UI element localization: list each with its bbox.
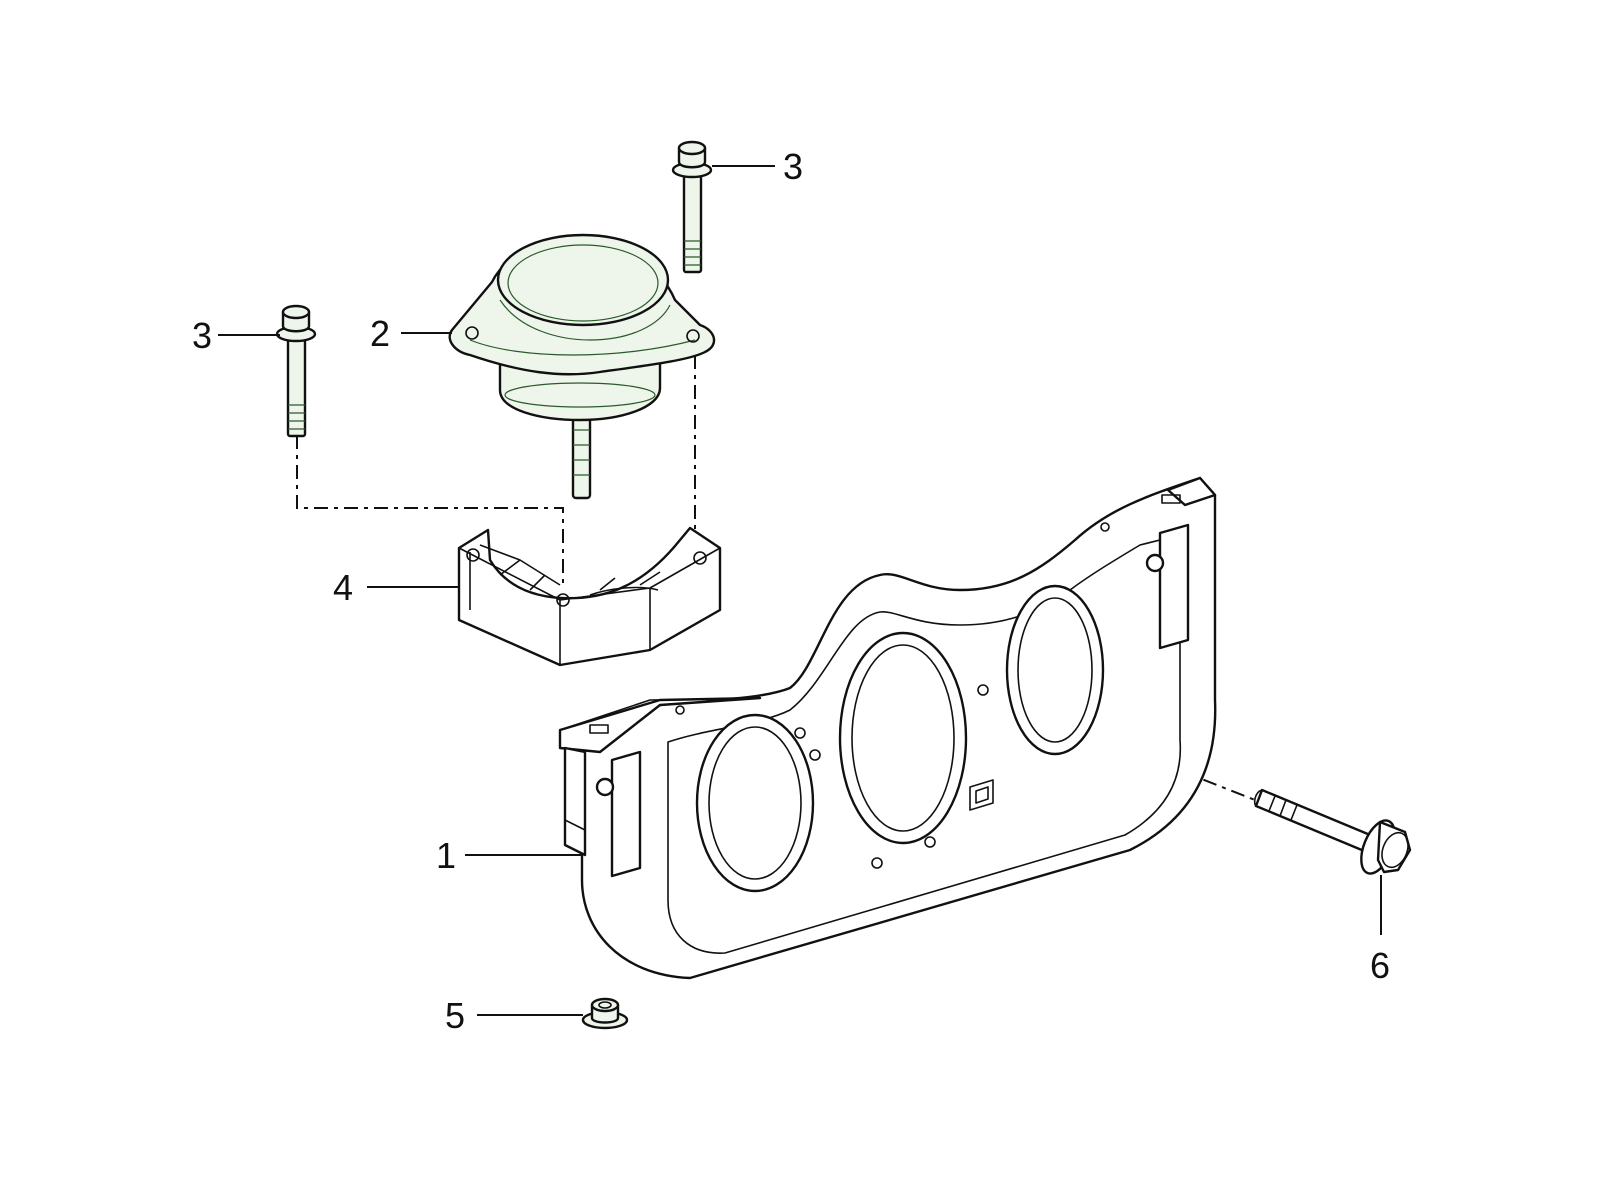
callout-1: 1 (436, 835, 456, 876)
flange-nut-part[interactable] (581, 997, 629, 1030)
callout-leaders (218, 165, 1382, 1016)
callout-3-left: 3 (192, 315, 212, 356)
mount-bolt-left-part[interactable] (275, 304, 317, 438)
engine-mount-part[interactable] (448, 233, 716, 500)
callout-4: 4 (333, 567, 353, 608)
mount-bolt-right-part[interactable] (671, 140, 713, 274)
callout-3-right: 3 (783, 146, 803, 187)
callout-2: 2 (370, 313, 390, 354)
crossmember-openings (695, 584, 1105, 893)
callout-labels: 1 2 3 3 4 5 6 (192, 146, 1390, 1036)
crossmember-part[interactable] (558, 476, 1217, 980)
assembly-guide-lines (296, 355, 1256, 801)
callout-5: 5 (445, 995, 465, 1036)
mount-bracket-part[interactable] (457, 526, 722, 667)
callout-6: 6 (1370, 945, 1390, 986)
crossmember-bolt-part[interactable] (1253, 788, 1413, 878)
